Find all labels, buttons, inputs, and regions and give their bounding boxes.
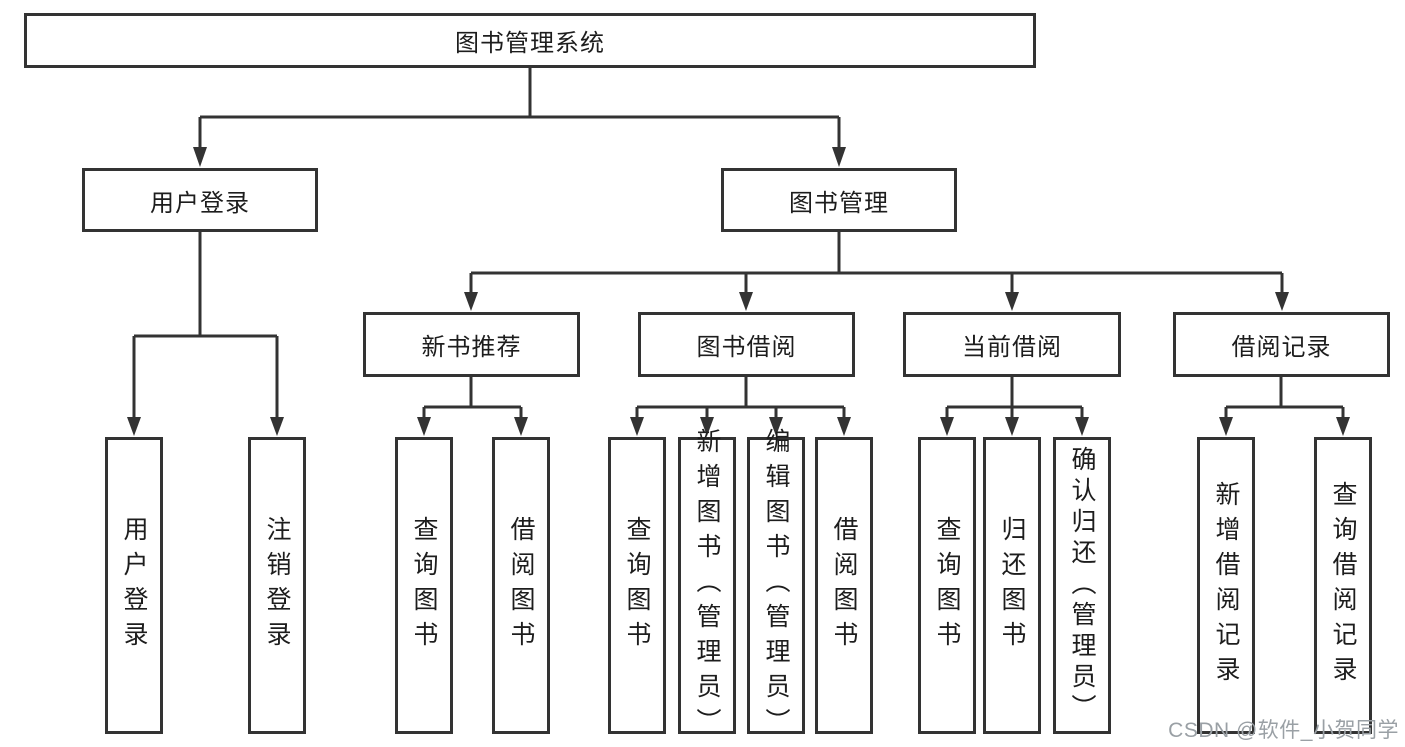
leaf-records-query-record: 查询借阅记录 [1314, 437, 1372, 734]
leaf-user-login: 用户登录 [105, 437, 163, 734]
leaf-records-add-record: 新增借阅记录 [1197, 437, 1255, 734]
node-root-system: 图书管理系统 [24, 13, 1036, 68]
arrow-icon [193, 147, 207, 167]
arrow-icon [1075, 417, 1089, 436]
leaf-recommend-borrow-books: 借阅图书 [492, 437, 550, 734]
arrow-icon [127, 417, 141, 436]
arrow-icon [739, 292, 753, 311]
arrow-icon [1005, 292, 1019, 311]
arrow-icon [769, 417, 783, 436]
arrow-icon [837, 417, 851, 436]
node-book-borrowing: 图书借阅 [638, 312, 855, 377]
leaf-current-return-books: 归还图书 [983, 437, 1041, 734]
connector-new-book-recommend [422, 377, 523, 419]
leaf-logout: 注销登录 [248, 437, 306, 734]
arrow-icon [270, 417, 284, 436]
node-book-management: 图书管理 [721, 168, 957, 232]
arrow-icon [630, 417, 644, 436]
leaf-borrowing-edit-books-admin: 编辑图书（管理员） [747, 428, 805, 743]
arrow-icon [464, 292, 478, 311]
connector-user-login [132, 232, 279, 419]
connector-borrowing-records [1224, 377, 1345, 419]
arrow-icon [1005, 417, 1019, 436]
arrow-icon [1275, 292, 1289, 311]
connector-book-borrowing [635, 377, 846, 419]
arrow-icon [514, 417, 528, 436]
node-current-borrowing: 当前借阅 [903, 312, 1121, 377]
leaf-borrowing-query-books: 查询图书 [608, 437, 666, 734]
node-borrowing-records: 借阅记录 [1173, 312, 1390, 377]
node-new-book-recommend: 新书推荐 [363, 312, 580, 377]
arrow-icon [1219, 417, 1233, 436]
leaf-borrowing-borrow-books: 借阅图书 [815, 437, 873, 734]
connector-root [198, 68, 841, 148]
arrow-icon [832, 147, 846, 167]
arrow-icon [417, 417, 431, 436]
leaf-recommend-query-books: 查询图书 [395, 437, 453, 734]
leaf-current-query-books: 查询图书 [918, 437, 976, 734]
csdn-watermark: CSDN @软件_小贺同学 [1168, 719, 1399, 742]
arrow-icon [1336, 417, 1350, 436]
leaf-current-confirm-return-admin: 确认归还（管理员） [1053, 437, 1111, 734]
arrow-icon [700, 417, 714, 436]
arrow-icon [940, 417, 954, 436]
node-user-login: 用户登录 [82, 168, 318, 232]
connector-book-management [469, 232, 1284, 293]
leaf-borrowing-add-books-admin: 新增图书（管理员） [678, 428, 736, 743]
connector-current-borrowing [945, 377, 1084, 419]
